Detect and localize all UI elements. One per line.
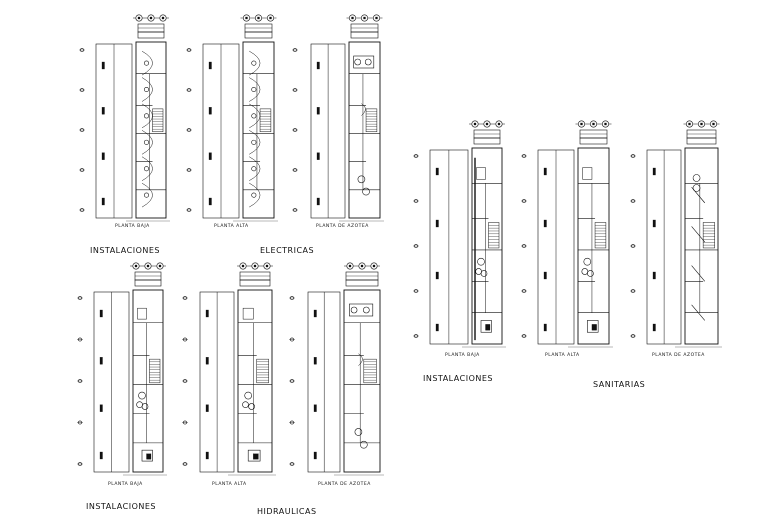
plan-sanitarias-alta	[521, 120, 613, 348]
caption-sanitarias-right: SANITARIAS	[593, 380, 646, 389]
plan-hidraulicas-azotea	[289, 262, 384, 476]
plan-label-electricas-azotea: PLANTA DE AZOTEA	[316, 224, 369, 229]
plan-label-electricas-baja: PLANTA BAJA	[115, 224, 150, 229]
plan-hidraulicas-baja	[77, 262, 167, 476]
caption-hidraulicas-right: HIDRAULICAS	[257, 507, 317, 516]
plan-label-hidraulicas-baja: PLANTA BAJA	[108, 482, 143, 487]
caption-sanitarias-left: INSTALACIONES	[423, 374, 493, 383]
plan-sanitarias-baja	[413, 120, 506, 348]
plan-electricas-baja	[79, 14, 170, 222]
plan-sanitarias-azotea	[630, 120, 722, 348]
plan-electricas-alta	[186, 14, 278, 222]
plan-label-sanitarias-alta: PLANTA ALTA	[545, 353, 580, 358]
caption-electricas-left: INSTALACIONES	[90, 246, 160, 255]
plan-label-hidraulicas-alta: PLANTA ALTA	[212, 482, 247, 487]
plan-label-sanitarias-baja: PLANTA BAJA	[445, 353, 480, 358]
plan-label-electricas-alta: PLANTA ALTA	[214, 224, 249, 229]
plan-hidraulicas-alta	[182, 262, 276, 476]
plan-electricas-azotea	[292, 14, 384, 222]
plan-label-sanitarias-azotea: PLANTA DE AZOTEA	[652, 353, 705, 358]
caption-hidraulicas-left: INSTALACIONES	[86, 502, 156, 511]
plan-label-hidraulicas-azotea: PLANTA DE AZOTEA	[318, 482, 371, 487]
caption-electricas-right: ELECTRICAS	[260, 246, 315, 255]
